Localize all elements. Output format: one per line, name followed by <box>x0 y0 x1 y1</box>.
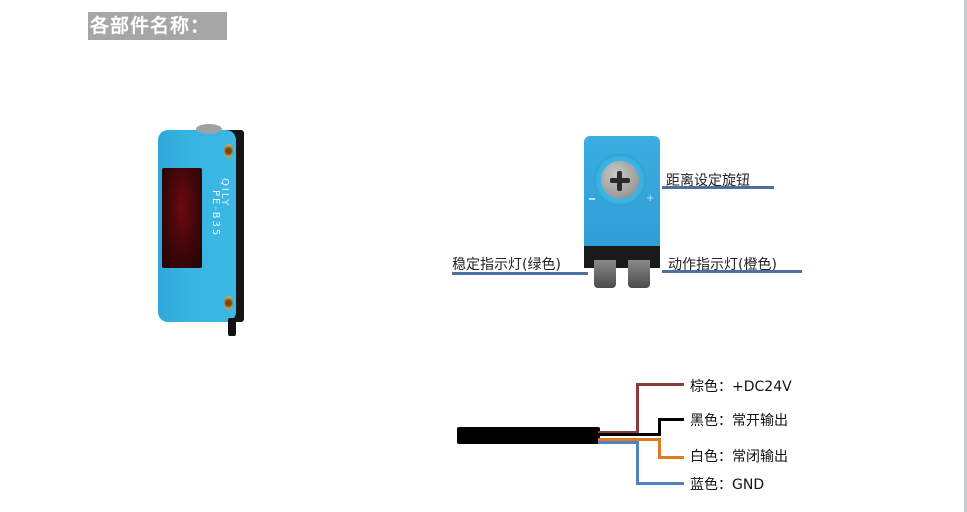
sensor-top-screw <box>196 124 222 134</box>
wire-label-brown: 棕色：+DC24V <box>690 376 792 396</box>
mount-hole-top <box>224 144 233 158</box>
callout-line-action-indicator <box>662 270 802 273</box>
wire-blue-h2 <box>636 482 684 485</box>
action-indicator-led <box>628 260 650 288</box>
wire-function: GND <box>732 477 765 493</box>
wire-label-black: 黑色：常开输出 <box>690 410 788 430</box>
wire-black-h2 <box>658 418 684 421</box>
callout-line-distance-knob <box>662 186 774 189</box>
callout-line-stable-indicator <box>452 272 588 275</box>
sensor-front-photo: QILY PE-B35 <box>150 120 290 340</box>
plus-mark: + <box>646 193 655 204</box>
label-action-indicator: 动作指示灯(橙色) <box>668 257 777 273</box>
wire-blue-v <box>636 441 639 485</box>
wire-color-name: 黑色 <box>690 413 718 429</box>
wire-blue-h1 <box>598 441 638 444</box>
wire-orange-v <box>658 438 661 458</box>
wire-label-blue: 蓝色：GND <box>690 474 764 494</box>
wire-orange-h1 <box>598 438 660 441</box>
wire-brown-h1 <box>598 431 638 433</box>
wire-function: 常开输出 <box>732 413 788 429</box>
wire-color-name: 蓝色 <box>690 477 718 493</box>
wire-function: 常闭输出 <box>732 449 788 465</box>
wire-black-h1 <box>598 433 660 436</box>
wire-separator: ： <box>718 413 732 429</box>
mount-hole-bottom <box>224 296 233 310</box>
section-heading: 各部件名称： <box>88 12 227 40</box>
wire-black-v <box>658 418 661 436</box>
wire-orange-h2 <box>658 456 684 459</box>
wire-separator: ： <box>718 477 732 493</box>
screw-cross-icon <box>617 171 622 191</box>
wire-brown-v <box>636 383 639 433</box>
minus-mark <box>589 198 595 200</box>
label-distance-knob: 距离设定旋钮 <box>666 173 750 189</box>
sensor-back-photo: + <box>584 136 664 294</box>
sensor-model-text: PE-B35 <box>210 190 221 238</box>
wire-color-name: 棕色 <box>690 379 718 395</box>
wire-separator: ： <box>718 449 732 465</box>
wire-color-name: 白色 <box>690 449 718 465</box>
label-stable-indicator: 稳定指示灯(绿色) <box>452 257 561 273</box>
sensor-brand-text: QILY <box>219 178 230 208</box>
sensor-cable-stub <box>228 318 236 336</box>
sensor-cable <box>457 427 600 444</box>
page-edge <box>964 0 967 512</box>
sensor-lens <box>162 168 202 268</box>
wire-function: +DC24V <box>732 379 792 395</box>
stable-indicator-led <box>594 260 616 288</box>
wire-separator: ： <box>718 379 732 395</box>
wire-label-white: 白色：常闭输出 <box>690 446 788 466</box>
wire-brown-h2 <box>636 383 684 386</box>
